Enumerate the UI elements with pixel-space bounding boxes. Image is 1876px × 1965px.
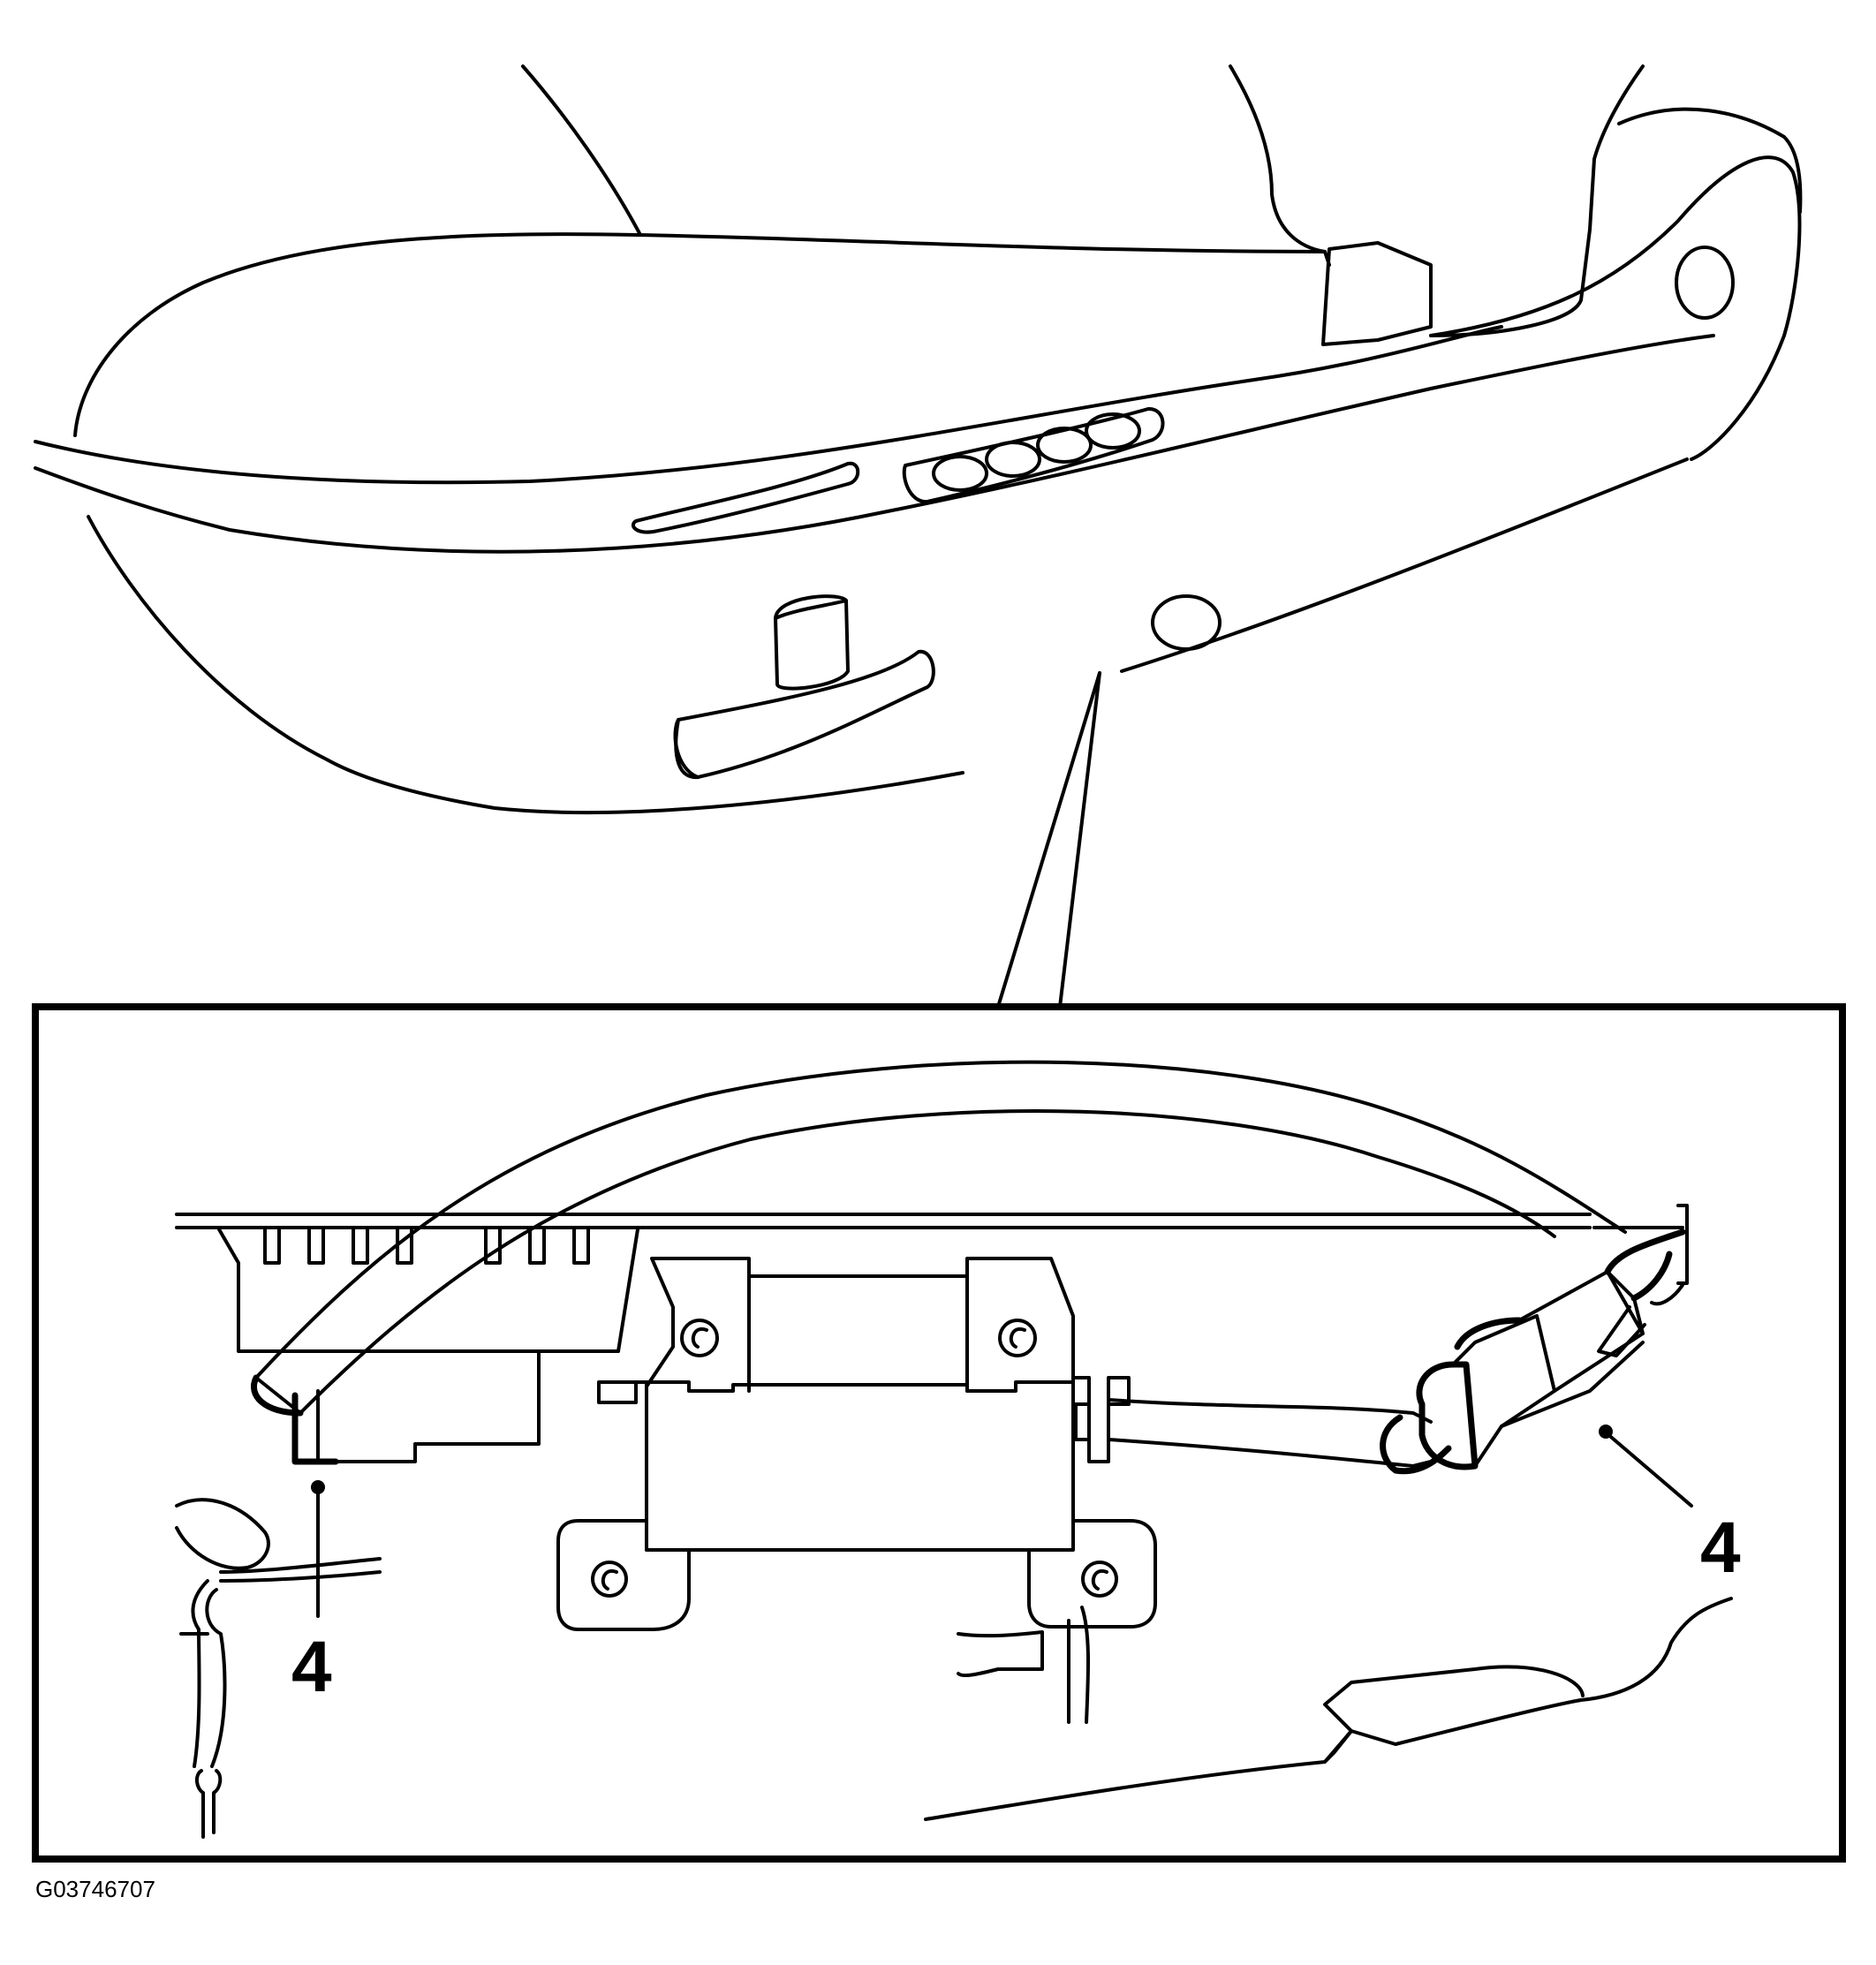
module-screw (680, 1319, 719, 1357)
callout-label-left: 4 (291, 1627, 332, 1707)
detail-illustration (175, 1060, 1733, 1839)
detail-inset-frame (32, 1003, 1846, 1863)
callout-leader-right (1599, 1425, 1693, 1508)
figure-id: G03746707 (35, 1876, 155, 1902)
seat-illustration (34, 64, 1803, 1009)
callout-leader-left (311, 1480, 325, 1618)
module-screw (998, 1319, 1037, 1357)
mount-screw (1081, 1561, 1118, 1598)
callout-label-right: 4 (1700, 1508, 1741, 1588)
comb-teeth (263, 1228, 590, 1265)
mount-screw (591, 1561, 628, 1598)
